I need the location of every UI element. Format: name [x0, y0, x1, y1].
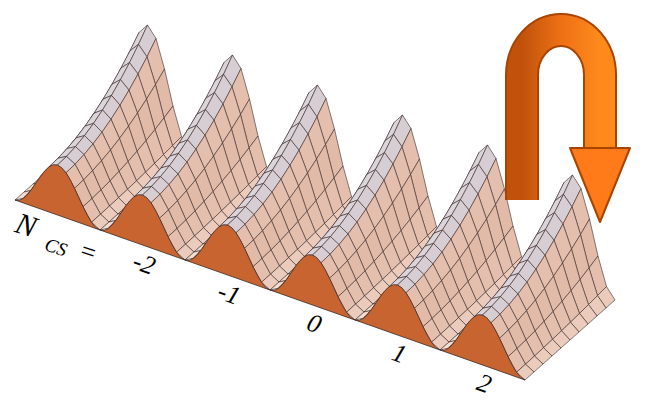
- tick-number-holder: -1: [214, 278, 243, 310]
- tick-number-holder: 1: [388, 340, 409, 369]
- tick-number: -2: [129, 246, 159, 281]
- axis-equals: =: [75, 235, 101, 268]
- tick-number: 1: [388, 338, 410, 370]
- tick-number-holder: 2: [473, 370, 494, 399]
- axis-subscript-holder: CS: [43, 235, 70, 260]
- tick-number: 0: [303, 308, 325, 340]
- axis-label-holder: N: [12, 208, 40, 243]
- axis-subscript: CS: [42, 234, 70, 261]
- arrow-head: [570, 148, 630, 222]
- tunnelling-arrow: [522, 30, 630, 222]
- tick-number: 2: [473, 368, 495, 400]
- axis-equals-holder: =: [76, 237, 101, 267]
- tick-number-holder: -2: [129, 248, 158, 280]
- surface-mesh: [15, 25, 615, 380]
- tick-number-holder: 0: [303, 310, 324, 339]
- axis-label: N: [12, 206, 41, 244]
- tick-number: -1: [214, 276, 244, 311]
